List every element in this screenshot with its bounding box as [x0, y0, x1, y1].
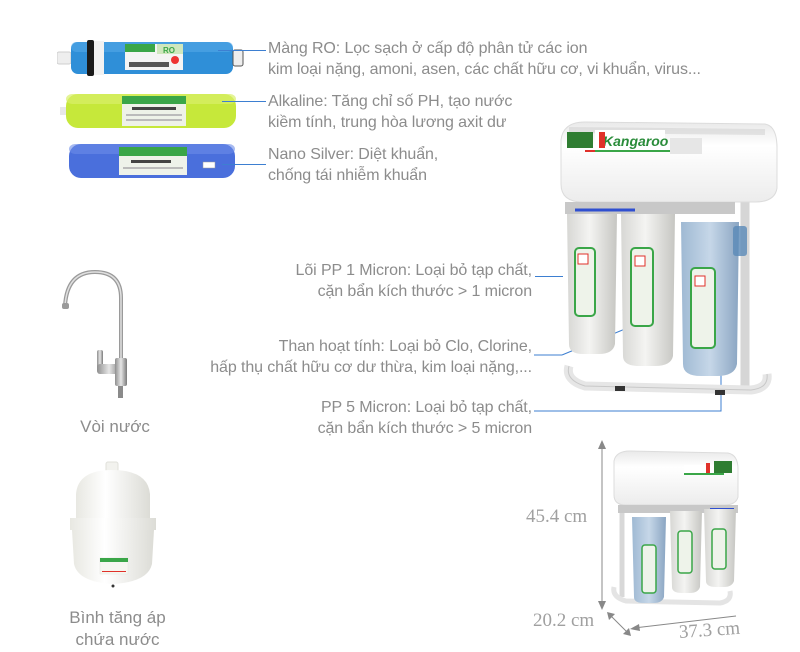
pp5-description: PP 5 Micron: Loại bỏ tạp chất, cặn bẩn k…	[230, 397, 533, 439]
carbon-line2: hấp thụ chất hữu cơ dư thừa, kim loại nặ…	[210, 359, 532, 376]
alkaline-line1: Alkaline: Tăng chỉ số PH, tạo nước	[268, 93, 513, 110]
pressure-tank-image	[68, 460, 158, 590]
width-dimension-label: 37.3 cm	[678, 617, 741, 643]
ro-membrane-image: RO	[57, 38, 247, 78]
ro-line1: Màng RO: Lọc sạch ở cấp độ phân tử các i…	[268, 40, 588, 57]
nano-silver-leader-line	[222, 164, 266, 165]
pp1-leader-line	[535, 276, 563, 277]
svg-text:RO: RO	[163, 46, 175, 55]
alkaline-line2: kiềm tính, trung hòa lương axit dư	[268, 114, 507, 131]
depth-dimension-label: 20.2 cm	[533, 610, 595, 631]
height-dimension-arrow	[596, 440, 608, 610]
width-dimension-arrow	[630, 610, 740, 632]
ro-line2: kim loại nặng, amoni, asen, các chất hữu…	[268, 61, 701, 78]
pp1-line1: Lõi PP 1 Micron: Loại bỏ tạp chất,	[295, 262, 533, 279]
pp1-description: Lõi PP 1 Micron: Loại bỏ tạp chất, cặn b…	[230, 260, 533, 302]
depth-dimension-arrow	[607, 612, 631, 636]
alkaline-description: Alkaline: Tăng chỉ số PH, tạo nước kiềm …	[268, 91, 512, 133]
nano-silver-line2: chống tái nhiễm khuẩn	[268, 167, 427, 184]
water-purifier-main-image: Kangaroo	[555, 118, 780, 418]
pp5-line1: PP 5 Micron: Loại bỏ tạp chất,	[320, 399, 532, 416]
ro-description: Màng RO: Lọc sạch ở cấp độ phân tử các i…	[268, 38, 701, 80]
nano-silver-description: Nano Silver: Diệt khuẩn, chống tái nhiễm…	[268, 144, 438, 186]
faucet-label: Vòi nước	[80, 417, 150, 436]
pp5-line2: cặn bẩn kích thước > 5 micron	[317, 420, 533, 437]
faucet-image	[55, 268, 135, 398]
carbon-description: Than hoạt tính: Loại bỏ Clo, Clorine, hấ…	[150, 336, 532, 378]
height-dimension-label: 45.4 cm	[526, 506, 588, 527]
nano-silver-cartridge-image	[67, 142, 242, 180]
water-purifier-dimension-image	[610, 447, 745, 617]
alkaline-leader-line	[222, 101, 266, 102]
carbon-line1: Than hoạt tính: Loại bỏ Clo, Clorine,	[278, 338, 532, 355]
pp1-line2: cặn bẩn kích thước > 1 micron	[317, 283, 533, 300]
ro-leader-line	[218, 50, 266, 51]
pressure-tank-label: Bình tăng áp chứa nước	[55, 607, 180, 651]
tank-label-line2: chứa nước	[75, 630, 160, 649]
nano-silver-line1: Nano Silver: Diệt khuẩn,	[268, 146, 439, 163]
tank-label-line1: Bình tăng áp	[69, 608, 166, 627]
brand-logo: Kangaroo	[603, 133, 669, 149]
alkaline-cartridge-image	[60, 92, 240, 130]
